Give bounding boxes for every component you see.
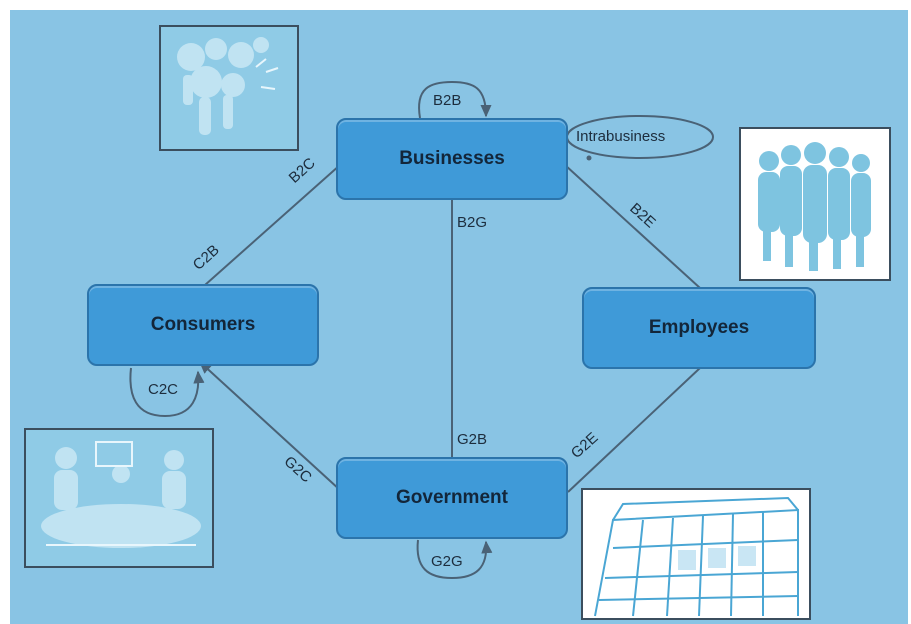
g2b-label: G2B [457,431,488,448]
b2g-label: B2G [457,214,488,231]
g2g-label: G2G [431,553,463,570]
c2c-label: C2C [148,381,179,398]
businesses-label: Businesses [399,148,505,169]
g2e-connector [567,367,701,493]
government-node[interactable]: Government [336,457,568,539]
employees-label: Employees [648,317,750,338]
b2b-loop [418,80,492,119]
employees-group-image [739,127,891,281]
meeting-image [24,428,214,568]
b2b-label: B2B [433,92,462,109]
c2c-loop [129,367,205,418]
employees-node[interactable]: Employees [582,287,816,369]
government-label: Government [396,487,508,508]
g2c-connector [198,361,341,491]
b2c-c2b-connector [204,164,341,286]
consumers-node[interactable]: Consumers [87,284,319,366]
intrabusiness-arrow-tip [586,155,592,161]
intrabusiness-label: Intrabusiness [576,128,666,145]
g2g-loop [416,539,493,580]
businesses-node[interactable]: Businesses [336,118,568,200]
people-collage-image [159,25,299,151]
consumers-label: Consumers [150,314,256,335]
b2e-connector [564,164,701,289]
government-building-image [581,488,811,620]
